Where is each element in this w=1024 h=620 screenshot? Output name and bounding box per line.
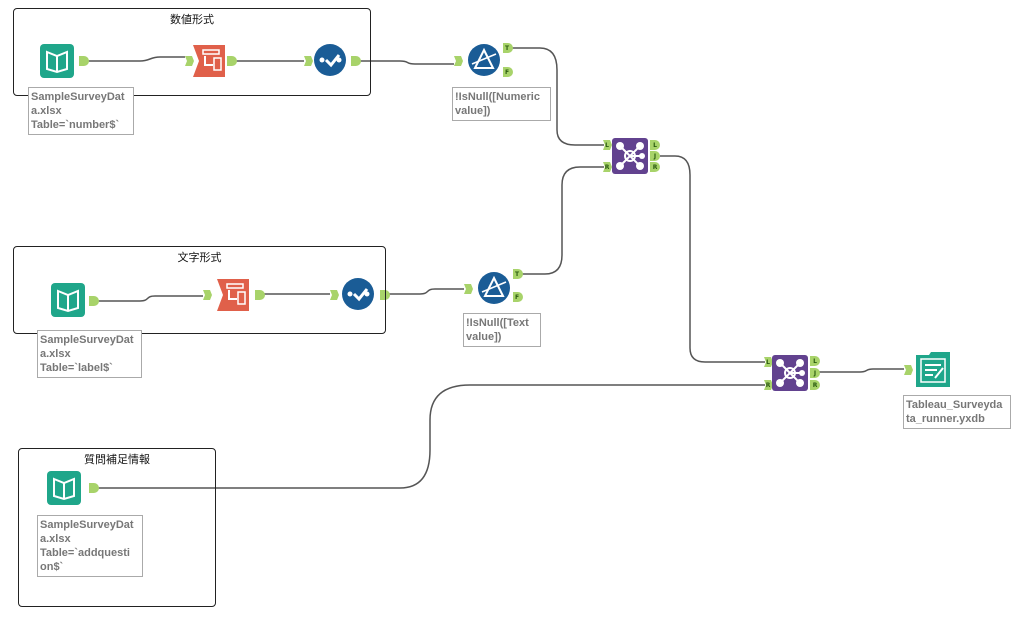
svg-text:L: L bbox=[813, 358, 817, 365]
filter-tool-2[interactable] bbox=[477, 271, 511, 305]
connections bbox=[86, 47, 904, 489]
input3-annotation: SampleSurveyDat a.xlsx Table=`addquesti … bbox=[37, 515, 143, 577]
join-tool-2[interactable] bbox=[771, 354, 809, 392]
wire bbox=[97, 384, 765, 489]
input2-annotation: SampleSurveyDat a.xlsx Table=`label$` bbox=[37, 330, 142, 378]
wire bbox=[86, 56, 185, 62]
tool-container-numeric[interactable]: 数値形式 bbox=[13, 8, 371, 96]
svg-text:F: F bbox=[515, 294, 519, 301]
svg-text:L: L bbox=[766, 359, 770, 366]
tool-container-text[interactable]: 文字形式 bbox=[13, 246, 386, 334]
svg-text:J: J bbox=[653, 153, 656, 160]
svg-text:T: T bbox=[505, 45, 510, 52]
svg-text:J: J bbox=[813, 370, 816, 377]
wire bbox=[660, 155, 765, 363]
wire bbox=[521, 166, 604, 275]
input1-annotation: SampleSurveyDat a.xlsx Table=`number$` bbox=[28, 87, 134, 135]
container-title: 文字形式 bbox=[177, 251, 222, 264]
svg-text:R: R bbox=[766, 382, 771, 389]
output-annotation: Tableau_Surveyda ta_runner.yxdb bbox=[903, 395, 1011, 429]
container-title: 数値形式 bbox=[170, 13, 214, 26]
svg-text:R: R bbox=[813, 382, 818, 389]
tool-container-question-info[interactable]: 質問補足情報 bbox=[18, 448, 216, 607]
wire bbox=[819, 368, 904, 373]
filter1-annotation: !IsNull([Numeric value]) bbox=[452, 87, 551, 121]
wire bbox=[96, 295, 203, 302]
svg-text:R: R bbox=[653, 164, 658, 171]
svg-text:L: L bbox=[605, 142, 609, 149]
container-title: 質問補足情報 bbox=[84, 453, 150, 466]
join-tool-1[interactable] bbox=[611, 137, 649, 175]
svg-text:R: R bbox=[605, 164, 610, 171]
wire bbox=[387, 288, 464, 295]
svg-text:F: F bbox=[505, 69, 509, 76]
filter2-annotation: !IsNull([Text value]) bbox=[463, 313, 541, 347]
anchor-labels: TF TF LR LJR LR LJR bbox=[505, 45, 818, 389]
wire bbox=[358, 60, 454, 65]
wire bbox=[511, 47, 604, 146]
output-data-tool[interactable] bbox=[915, 351, 951, 388]
svg-text:T: T bbox=[515, 271, 520, 278]
filter-tool-1[interactable] bbox=[467, 43, 501, 77]
svg-text:L: L bbox=[653, 142, 657, 149]
